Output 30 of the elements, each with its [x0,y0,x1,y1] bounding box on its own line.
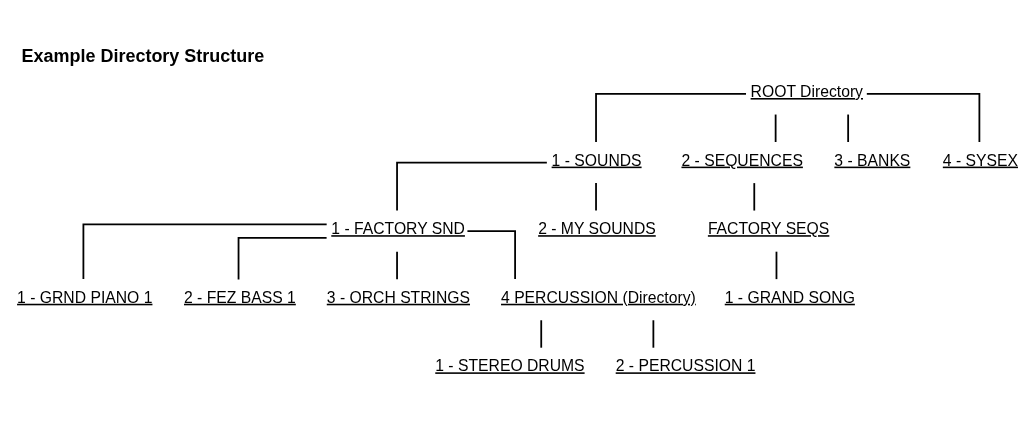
node-text: 3 - BANKS [834,151,911,169]
connector [753,182,756,212]
connector [652,319,655,349]
connector [82,223,328,280]
connector [847,113,850,143]
node-text: 1 - GRND PIANO 1 [17,288,153,306]
connector [865,93,981,143]
connector [774,113,777,143]
connector [466,230,516,280]
node-text: 1 - FACTORY SND [331,220,465,238]
connector [595,93,747,143]
node-text: 1 - SOUNDS [551,151,642,169]
connector [775,250,778,281]
node-text: FACTORY SEQS [707,220,830,238]
connector [595,182,597,212]
node-text: 1 - STEREO DRUMS [435,357,585,375]
node-text: 1 - GRAND SONG [724,288,855,306]
node-text: 2 - FEZ BASS 1 [184,288,296,306]
node-text: ROOT Directory [750,83,863,100]
node-text: 3 - ORCH STRINGS [326,288,471,306]
connector [396,250,398,281]
node-text: 4 PERCUSSION (Directory) [501,288,696,306]
node-text: 2 - SEQUENCES [681,151,803,169]
diagram-title: Example Directory Structure [21,46,265,67]
connector [237,236,328,281]
connector [396,161,548,212]
connector [540,319,543,349]
node-text: 2 - PERCUSSION 1 [615,357,756,375]
node-text: 2 - MY SOUNDS [538,220,656,238]
node-text: 4 - SYSEX [942,151,1018,169]
